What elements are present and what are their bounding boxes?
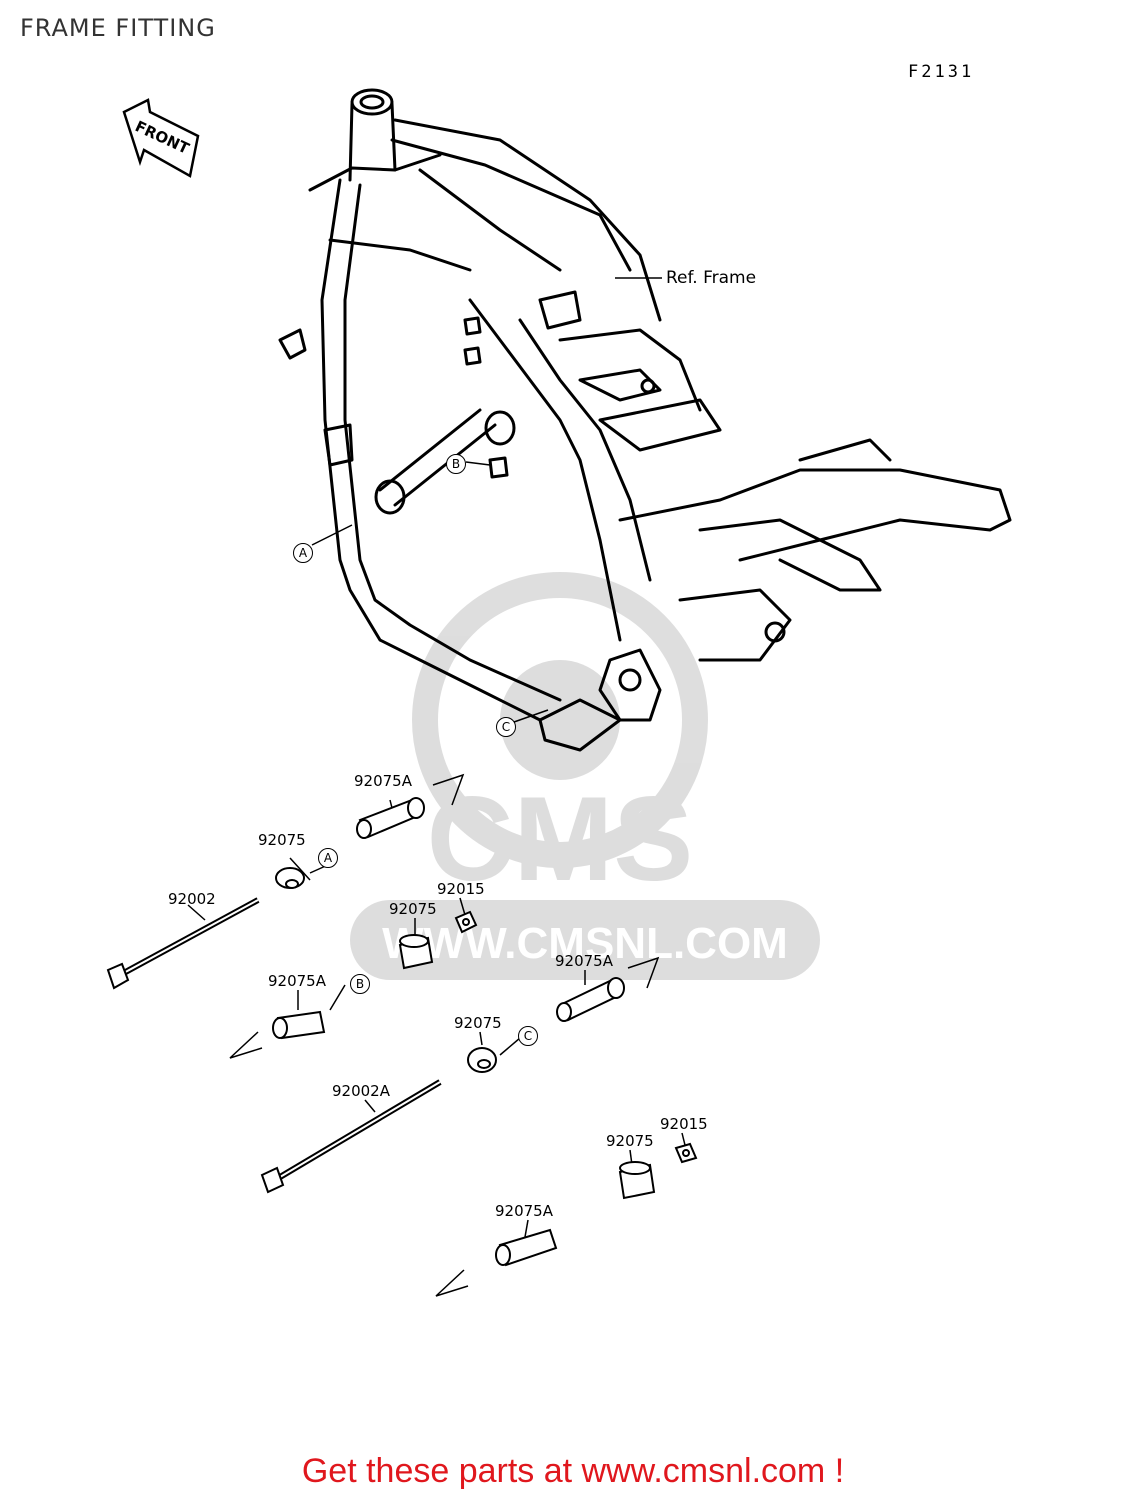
buy-parts-link[interactable]: Get these parts at www.cmsnl.com ! <box>301 1452 845 1490</box>
front-arrow: FRONT <box>122 98 200 178</box>
part-label-92075a-3: 92075A <box>555 952 613 970</box>
rubber-bush-92075a-1 <box>356 797 425 839</box>
part-label-92075a-4: 92075A <box>495 1202 553 1220</box>
collar-92075-4 <box>618 1161 656 1200</box>
callout-b: B <box>446 454 466 474</box>
direction-arrows <box>229 773 660 1297</box>
rubber-bush-92075a-2 <box>272 1010 326 1040</box>
callout-c-part: C <box>518 1026 538 1046</box>
parts <box>106 797 698 1267</box>
collar-92075-3 <box>467 1047 497 1073</box>
callout-b-part: B <box>350 974 370 994</box>
part-label-92075a-1: 92075A <box>354 772 412 790</box>
part-label-92015-1: 92015 <box>437 880 485 898</box>
diagram-code: F2131 <box>908 62 975 82</box>
motorcycle-frame <box>278 88 1012 752</box>
part-label-92075-2: 92075 <box>389 900 437 918</box>
collar-92075-1 <box>275 867 305 889</box>
rubber-bush-92075a-3 <box>556 977 625 1022</box>
rubber-bush-92075a-4 <box>495 1228 558 1267</box>
watermark: CMS WWW.CMSNL.COM <box>350 572 820 980</box>
callout-a: A <box>293 543 313 563</box>
page-title: FRAME FITTING <box>20 14 216 42</box>
part-label-92015-2: 92015 <box>660 1115 708 1133</box>
part-label-92075-1: 92075 <box>258 831 306 849</box>
bolt-92002a <box>260 1079 442 1194</box>
ref-frame-label: Ref. Frame <box>666 268 757 288</box>
bolt-92002 <box>106 897 260 990</box>
collar-92075-2 <box>398 934 434 970</box>
part-label-92075a-2: 92075A <box>268 972 326 990</box>
part-label-92002a: 92002A <box>332 1082 390 1100</box>
callout-a-part: A <box>318 848 338 868</box>
part-label-92075-4: 92075 <box>606 1132 654 1150</box>
nut-92015-1 <box>454 910 478 934</box>
nut-92015-2 <box>674 1142 698 1164</box>
part-label-92075-3: 92075 <box>454 1014 502 1032</box>
callout-c: C <box>496 717 516 737</box>
watermark-url: WWW.CMSNL.COM <box>382 919 788 968</box>
part-label-92002: 92002 <box>168 890 216 908</box>
watermark-brand: CMS <box>427 772 694 906</box>
